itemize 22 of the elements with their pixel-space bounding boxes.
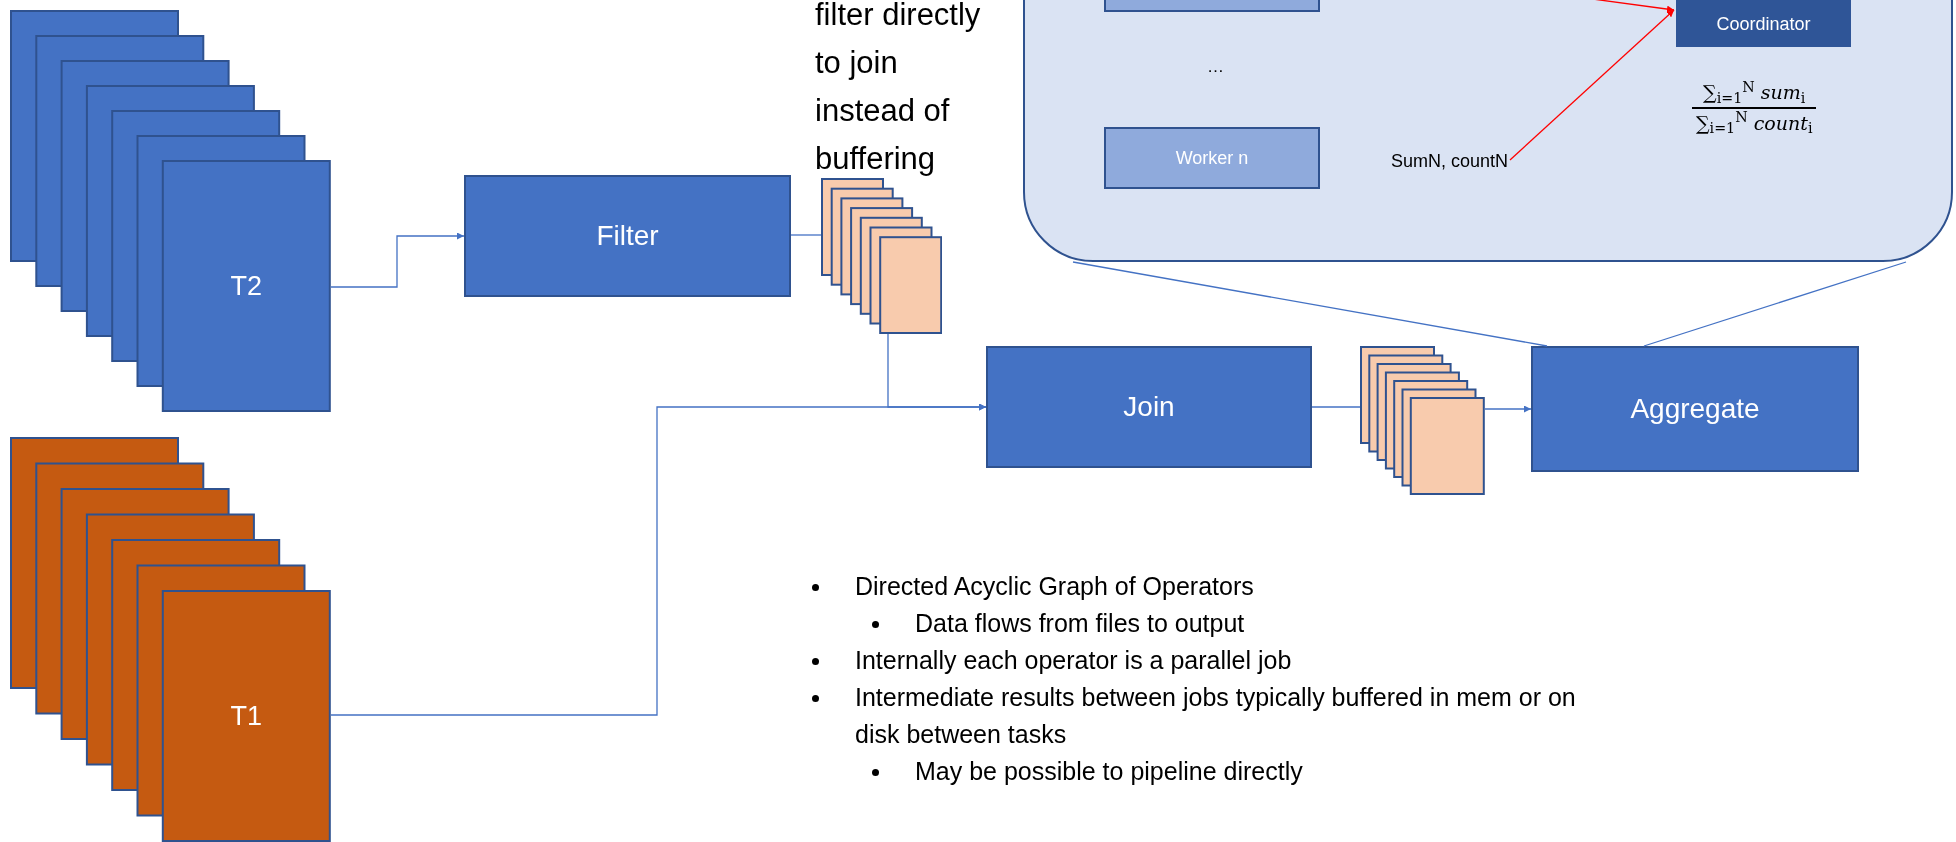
bullet-text: Internally each operator is a parallel job [855,645,1292,676]
worker-box: Worker n [1104,127,1320,189]
formula-denominator: ∑$_{i=1}$$^{N}$ count$_{i}$ [1695,108,1814,137]
bullet-text: Intermediate results between jobs typically buffered in mem or on disk between tasks [855,682,1577,750]
connector-arrow [1484,405,1532,413]
note-text: filter directly to join instead of buffering [815,0,982,178]
zoom-panel [1023,0,1953,262]
coordinator-box: Coordinator [1676,0,1851,47]
bullet-text: Data flows from files to output [915,608,1245,639]
connector-arrow [330,232,465,288]
bullet-text: Directed Acyclic Graph of Operators [855,571,1254,602]
operator-box: Aggregate [1531,346,1859,472]
data-label: SumN, countN [1387,146,1512,176]
operator-box: Filter [464,175,791,297]
ellipsis: … [1207,56,1224,78]
stack-label: T2 [230,269,263,303]
bullet-text: May be possible to pipeline directly [915,756,1303,787]
formula-numerator: ∑$_{i=1}$$^{N}$ sum$_{i}$ [1702,78,1807,107]
connector-arrow [1509,9,1675,161]
connector-arrow [330,403,987,716]
stack-label: T1 [230,699,263,733]
operator-box: Join [986,346,1312,468]
